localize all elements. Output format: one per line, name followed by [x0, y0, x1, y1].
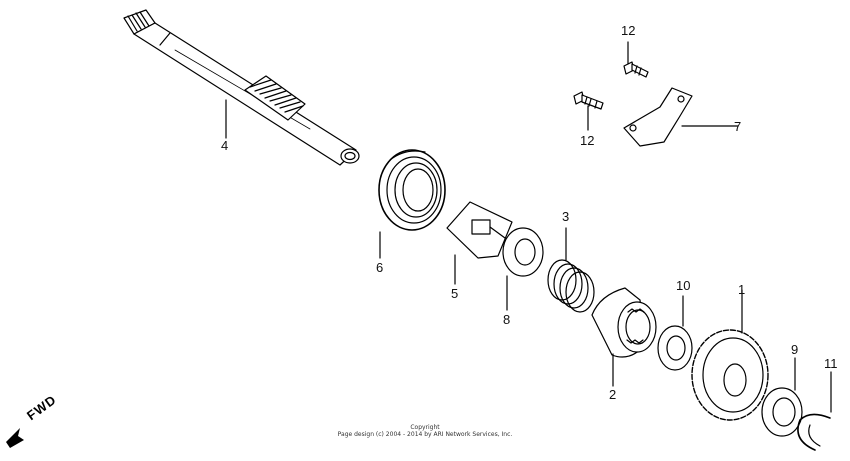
callout-8: 8: [503, 312, 511, 327]
callout-7: 7: [734, 119, 742, 134]
callout-1: 1: [738, 282, 746, 297]
bolt-upper: [623, 41, 649, 78]
copyright-notice: Copyright Page design (c) 2004 - 2014 by…: [325, 424, 525, 438]
callout-12-lower: 12: [580, 133, 595, 148]
washer-10: [657, 295, 693, 371]
bolt-lower: [573, 91, 604, 131]
callout-5: 5: [451, 286, 459, 301]
kickstarter-ratchet: [591, 287, 657, 387]
callout-3: 3: [562, 209, 570, 224]
callout-11: 11: [824, 356, 838, 371]
copyright-title: Copyright: [410, 424, 440, 431]
spring-guide: [446, 201, 513, 285]
spindle-bracket: [623, 87, 739, 147]
callout-10: 10: [676, 278, 691, 293]
forward-direction-indicator: FWD: [6, 392, 76, 448]
return-spring: [378, 149, 446, 259]
callout-9: 9: [791, 342, 799, 357]
fwd-arrow-icon: [6, 428, 24, 448]
kickstarter-idle-gear: [691, 289, 769, 421]
callout-6: 6: [376, 260, 384, 275]
ratchet-spring: [547, 227, 595, 313]
callout-4: 4: [221, 138, 229, 153]
callout-12-upper: 12: [621, 23, 636, 38]
callout-2: 2: [609, 387, 617, 402]
circlip: [797, 371, 832, 451]
washer-9: [761, 357, 803, 437]
washer-8: [502, 227, 544, 311]
kickstarter-spindle-shaft: [123, 9, 360, 166]
copyright-line: Page design (c) 2004 - 2014 by ARI Netwo…: [337, 431, 513, 438]
